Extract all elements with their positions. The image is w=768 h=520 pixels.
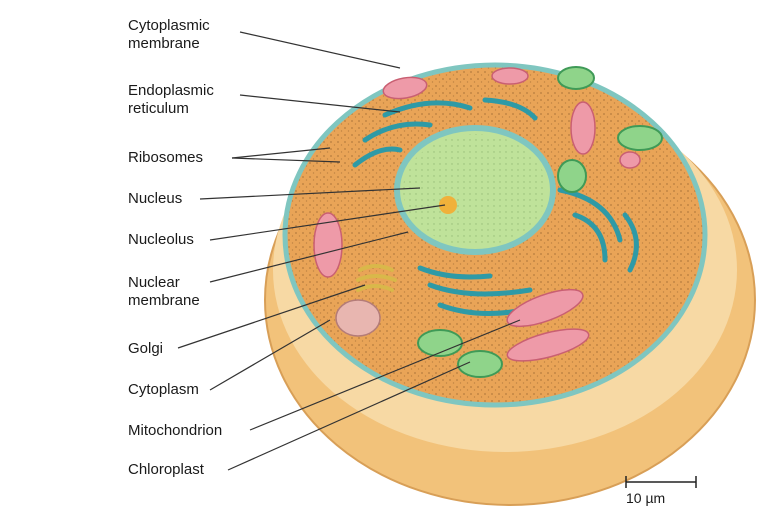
mitochondria [313,67,641,362]
golgi [356,264,397,292]
chloroplast [557,66,595,90]
leader-ribosomes-2 [231,157,341,163]
leader-cytoplasmic-membrane [239,31,401,69]
mitochondrion [313,212,343,278]
label-nucleus: Nucleus [128,190,183,207]
scale-bar [625,476,697,488]
label-mitochondrion: Mitochondrion [128,422,223,439]
mitochondrion [619,151,641,169]
label-endoplasmic-reticulum: Endoplasmic reticulum [128,82,214,117]
mitochondrion [491,67,529,85]
leader-ribosomes-1 [231,147,331,159]
label-nuclear-membrane: Nuclear membrane [128,274,200,309]
chloroplasts [417,66,663,378]
label-cytoplasm: Cytoplasm [128,381,199,398]
scale-bar-label: 10 µm [626,490,666,506]
label-golgi: Golgi [128,340,164,357]
label-cytoplasmic-membrane: Cytoplasmic membrane [128,17,210,52]
leader-nuclear-membrane [209,231,409,283]
chloroplast [617,125,663,151]
leader-golgi [177,284,366,349]
leader-mitochondrion [249,319,521,431]
leader-cytoplasm [209,319,331,391]
cytoplasmic-membrane [282,62,708,408]
chloroplast [457,350,503,378]
chloroplast [557,159,587,193]
label-chloroplast: Chloroplast [128,461,204,478]
label-nucleolus: Nucleolus [128,231,194,248]
nucleus [403,134,547,246]
mitochondrion [506,328,590,362]
mitochondrion [570,101,596,155]
nucleolus [439,196,457,214]
leader-endoplasmic-reticulum [239,94,401,113]
leader-chloroplast [227,361,471,471]
mitochondrion [382,76,428,100]
label-ribosomes: Ribosomes [128,149,204,166]
mitochondrion [506,288,584,328]
leader-nucleolus [209,204,446,241]
leader-nucleus [199,187,421,200]
vacuole [335,299,381,337]
leader-lines [177,31,521,471]
